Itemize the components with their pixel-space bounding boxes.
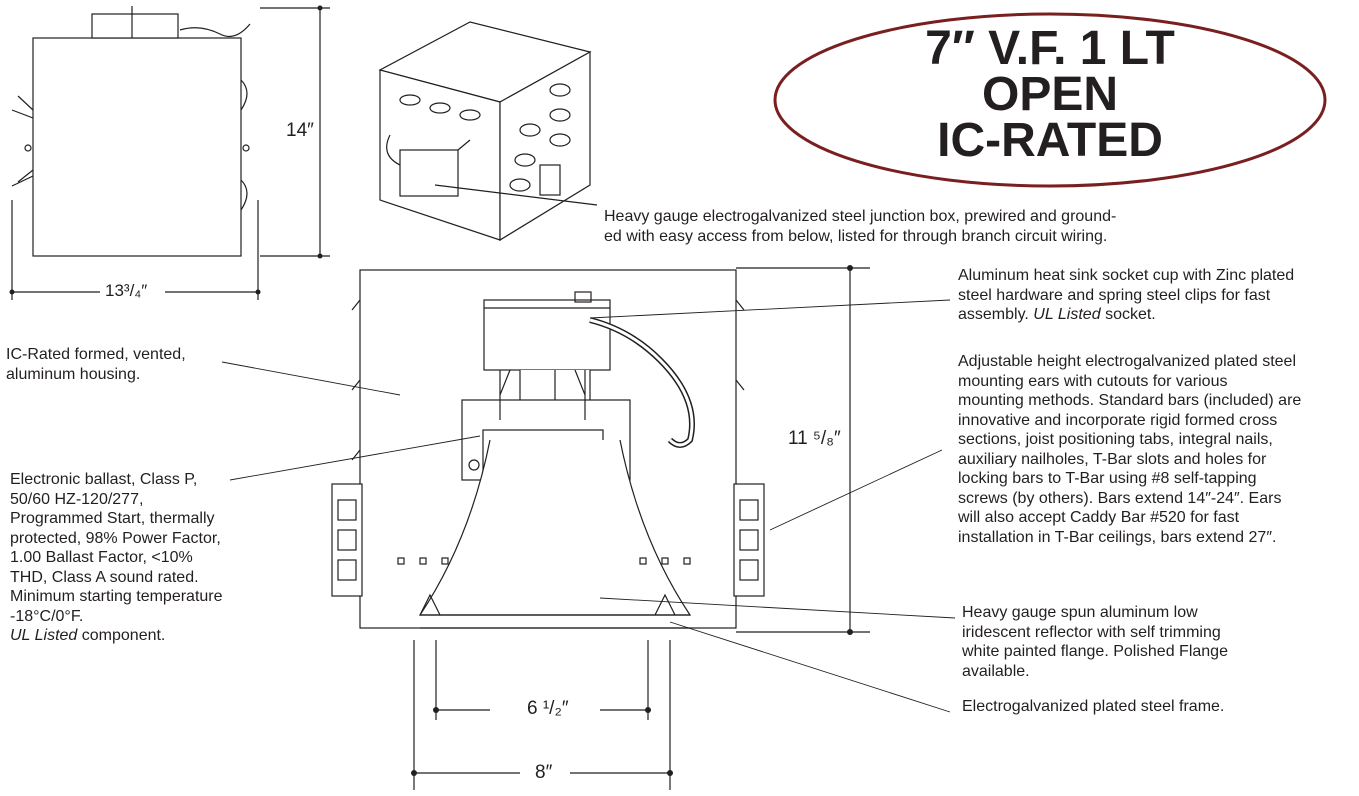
junction-box-drawing (378, 21, 598, 242)
callout-ballast: Electronic ballast, Class P, 50/60 HZ-12… (10, 470, 223, 646)
callout-line: IC-Rated formed, vented, (6, 346, 186, 363)
callout-line: iridescent reflector with self trimming (962, 623, 1221, 641)
title-oval (773, 12, 1327, 188)
callout-line: 1.00 Ballast Factor, <10% (10, 549, 193, 566)
callout-mounting: Adjustable height electrogalvanized plat… (958, 352, 1301, 547)
callout-line: THD, Class A sound rated. (10, 568, 199, 586)
title-line-1: 7″ V.F. 1 LT (925, 22, 1175, 75)
callout-line: component. (81, 627, 166, 644)
callout-line: aluminum housing. (6, 365, 141, 383)
callout-line: sections, joist positioning tabs, integr… (958, 431, 1273, 448)
callout-frame: Electrogalvanized plated steel frame. (962, 698, 1225, 715)
dim-top-height: 14″ (286, 120, 314, 141)
callout-line: -18°C/0°F. (10, 607, 84, 625)
callout-line: Minimum starting temperature (10, 588, 223, 605)
title-line-3: IC-RATED (937, 114, 1163, 167)
callout-line: available. (962, 662, 1030, 680)
callout-reflector: Heavy gauge spun aluminum low iridescent… (962, 603, 1228, 681)
callout-line: Aluminum heat sink socket cup with Zinc … (958, 267, 1295, 284)
callout-line: Heavy gauge spun aluminum low (962, 604, 1198, 621)
leader-lines (221, 299, 956, 713)
dim-main-height: 11 ⁵/₈″ (788, 428, 841, 449)
callout-line: socket. (1105, 306, 1156, 323)
side-view-drawing (11, 6, 330, 300)
dim-overall: 8″ (535, 762, 553, 783)
callout-line: auxiliary nailholes, T-Bar slots and hol… (958, 450, 1267, 468)
callout-line: white painted flange. Polished Flange (962, 643, 1228, 660)
dim-aperture: 6 ¹/₂″ (527, 698, 569, 719)
product-title: 7″ V.F. 1 LT OPEN IC-RATED (840, 22, 1260, 167)
callout-junction-box: Heavy gauge electrogalvanized steel junc… (604, 207, 1116, 246)
callout-line: Heavy gauge electrogalvanized steel junc… (604, 208, 1117, 225)
callout-line: steel hardware and spring steel clips fo… (958, 286, 1271, 304)
callout-line: 50/60 HZ-120/277, (10, 490, 144, 508)
ul-listed-italic: UL Listed (1033, 306, 1101, 323)
callout-line: protected, 98% Power Factor, (10, 529, 221, 547)
callout-line: Electronic ballast, Class P, (10, 471, 198, 488)
callout-line: mounting methods. Standard bars (include… (958, 392, 1302, 409)
callout-heat-sink: Aluminum heat sink socket cup with Zinc … (958, 266, 1294, 325)
callout-line: screws (by others). Bars extend 14″-24″.… (958, 489, 1282, 507)
callout-line: assembly. (958, 306, 1029, 323)
callout-line: mounting ears with cutouts for various (958, 372, 1228, 390)
dim-top-width: 13³/₄″ (105, 281, 148, 300)
fixture-drawing (331, 267, 870, 790)
callout-line: Adjustable height electrogalvanized plat… (958, 353, 1297, 370)
callout-housing: IC-Rated formed, vented, aluminum housin… (6, 345, 186, 384)
ul-listed-italic: UL Listed (10, 627, 78, 644)
callout-line: will also accept Caddy Bar #520 for fast (958, 509, 1240, 526)
callout-line: installation in T-Bar ceilings, bars ext… (958, 528, 1277, 546)
callout-line: Programmed Start, thermally (10, 510, 215, 527)
callout-line: ed with easy access from below, listed f… (604, 227, 1108, 245)
callout-line: innovative and incorporate rigid formed … (958, 411, 1278, 429)
title-line-2: OPEN (981, 68, 1119, 121)
callout-line: locking bars to T-Bar using #8 self-tapp… (958, 470, 1257, 487)
